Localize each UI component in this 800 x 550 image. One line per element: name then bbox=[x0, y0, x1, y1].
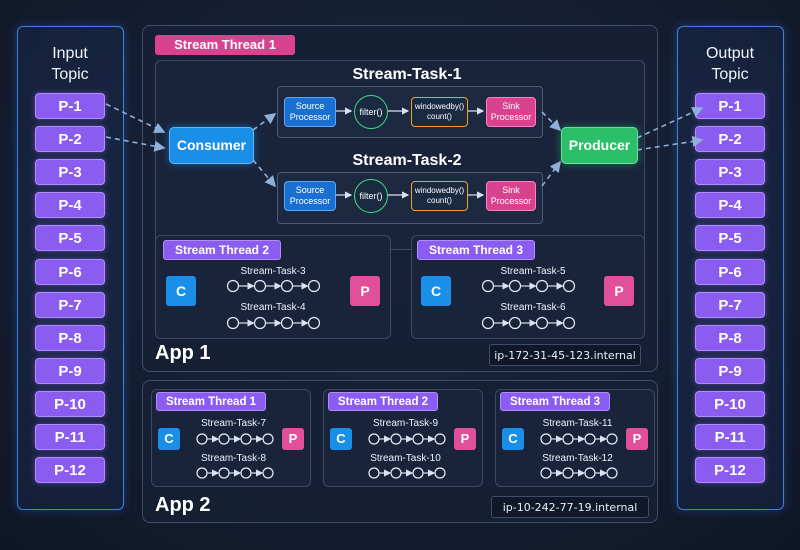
app1-thread1-label: Stream Thread 1 bbox=[155, 35, 295, 55]
input-partition: P-3 bbox=[35, 159, 105, 186]
input-partition: P-9 bbox=[35, 357, 105, 384]
output-partition: P-3 bbox=[695, 159, 765, 186]
output-partition: P-11 bbox=[695, 424, 765, 450]
output-partition: P-1 bbox=[695, 93, 765, 119]
app1-thread2-producer: P bbox=[350, 276, 380, 306]
app2-thread1-label: Stream Thread 1 bbox=[156, 392, 266, 411]
output-partition: P-6 bbox=[695, 258, 765, 285]
app2-thread2-consumer: C bbox=[330, 428, 352, 450]
sink-processor-2: Sink Processor bbox=[486, 181, 536, 211]
app1-thread3-producer: P bbox=[604, 276, 634, 306]
app2-host: ip-10-242-77-19.internal bbox=[491, 496, 649, 518]
input-partition: P-11 bbox=[35, 424, 105, 450]
app2-task-label: Stream-Task-8 bbox=[200, 453, 266, 464]
input-partition: P-12 bbox=[35, 457, 105, 484]
app2-task-label: Stream-Task-12 bbox=[542, 453, 613, 464]
output-partition: P-2 bbox=[695, 126, 765, 153]
window-count-1: windowedby() count() bbox=[411, 97, 468, 127]
stream-task-2-title: Stream-Task-2 bbox=[352, 152, 462, 169]
app1-thread2-consumer: C bbox=[166, 276, 196, 306]
input-partition: P-7 bbox=[35, 291, 105, 318]
output-partition: P-7 bbox=[695, 291, 765, 318]
output-topic-title: Output Topic bbox=[705, 45, 755, 83]
app2-task-label: Stream-Task-10 bbox=[370, 453, 441, 464]
stream-task-5-label: Stream-Task-5 bbox=[500, 266, 566, 277]
input-topic-title: Input Topic bbox=[51, 45, 89, 83]
input-partition: P-2 bbox=[35, 126, 105, 153]
app2-label: App 2 bbox=[155, 494, 211, 516]
output-partition: P-5 bbox=[695, 225, 765, 252]
sink-processor-1: Sink Processor bbox=[486, 97, 536, 127]
output-partition: P-9 bbox=[695, 357, 765, 384]
app2-thread1-producer: P bbox=[282, 428, 304, 450]
input-partition: P-4 bbox=[35, 192, 105, 219]
app2-thread3-label: Stream Thread 3 bbox=[500, 392, 610, 411]
output-partition: P-4 bbox=[695, 192, 765, 219]
filter-1: filter() bbox=[354, 95, 388, 129]
source-processor-2: Source Processor bbox=[284, 181, 336, 211]
source-processor-1: Source Processor bbox=[284, 97, 336, 127]
app1-label: App 1 bbox=[155, 342, 211, 364]
stream-task-3-label: Stream-Task-3 bbox=[240, 266, 306, 277]
app2-thread3-consumer: C bbox=[502, 428, 524, 450]
input-partition: P-1 bbox=[35, 93, 105, 119]
app2-task-label: Stream-Task-11 bbox=[542, 418, 613, 429]
app1-panel: Stream Thread 1 Consumer Producer Stream… bbox=[142, 25, 658, 372]
stream-task-1-title: Stream-Task-1 bbox=[352, 66, 462, 83]
stream-task-6-label: Stream-Task-6 bbox=[500, 302, 566, 313]
window-count-2: windowedby() count() bbox=[411, 181, 468, 211]
app2-thread2-producer: P bbox=[454, 428, 476, 450]
input-partition: P-5 bbox=[35, 225, 105, 252]
app2-thread2-label: Stream Thread 2 bbox=[328, 392, 438, 411]
app1-thread2-label: Stream Thread 2 bbox=[163, 240, 281, 260]
producer-box: Producer bbox=[561, 127, 638, 164]
app2-thread3-producer: P bbox=[626, 428, 648, 450]
app2-task-label: Stream-Task-9 bbox=[372, 418, 438, 429]
input-partition: P-6 bbox=[35, 258, 105, 285]
output-partition: P-12 bbox=[695, 457, 765, 484]
filter-2: filter() bbox=[354, 179, 388, 213]
output-partition: P-8 bbox=[695, 324, 765, 351]
consumer-box: Consumer bbox=[169, 127, 254, 164]
output-partition: P-10 bbox=[695, 390, 765, 417]
app1-thread3-consumer: C bbox=[421, 276, 451, 306]
input-partition: P-10 bbox=[35, 390, 105, 417]
stream-task-4-label: Stream-Task-4 bbox=[240, 302, 306, 313]
app2-thread1-consumer: C bbox=[158, 428, 180, 450]
app1-thread3-label: Stream Thread 3 bbox=[417, 240, 535, 260]
input-partition: P-8 bbox=[35, 324, 105, 351]
app1-host: ip-172-31-45-123.internal bbox=[489, 344, 641, 366]
app2-task-label: Stream-Task-7 bbox=[200, 418, 266, 429]
